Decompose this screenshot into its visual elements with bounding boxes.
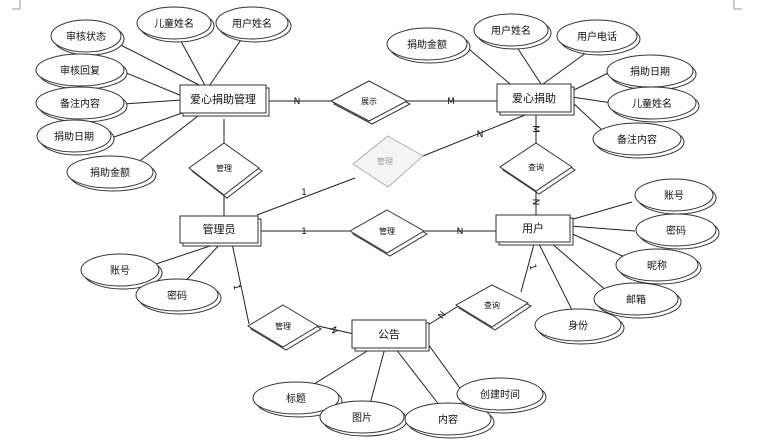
- relationship-label: 查询: [484, 300, 500, 310]
- relationship-query-notice: 查询: [455, 284, 532, 331]
- relationship-label: 管理: [377, 156, 393, 166]
- entity-donation: 爱心捐助: [496, 83, 575, 116]
- attr-label: 捐助金额: [407, 38, 447, 51]
- attr-label: 捐助日期: [630, 65, 670, 78]
- cardinality-label: 1: [231, 283, 242, 290]
- relationship-query-donation: 查询: [499, 142, 576, 195]
- attr-label: 昵称: [647, 259, 667, 272]
- attr-label: 邮箱: [626, 293, 646, 306]
- attr-remarks: 备注内容: [592, 122, 685, 159]
- cardinality-label: M: [530, 125, 540, 133]
- attr-donation-amount: 捐助金额: [66, 155, 157, 192]
- attr-remarks: 备注内容: [35, 86, 128, 123]
- cardinality-label: 1: [301, 188, 307, 198]
- attr-label: 用户电话: [577, 30, 617, 43]
- entity-notice: 公告: [351, 319, 430, 352]
- attr-content: 内容: [404, 402, 495, 439]
- attr-child-name: 儿童姓名: [136, 6, 215, 43]
- attr-label: 图片: [352, 411, 372, 424]
- attr-title: 标题: [252, 381, 343, 418]
- attr-label: 内容: [438, 413, 458, 426]
- relationship-label: 管理: [275, 321, 291, 331]
- attr-label: 身份: [568, 319, 588, 332]
- attr-nickname: 昵称: [615, 248, 702, 285]
- attr-label: 账号: [110, 265, 130, 277]
- cardinality-label: N: [437, 310, 449, 321]
- attr-review-reply: 审核回复: [35, 53, 128, 90]
- cardinality-label: N: [457, 227, 464, 237]
- attr-label: 审核回复: [60, 64, 100, 77]
- cardinality-label: N: [530, 199, 540, 206]
- attr-label: 创建时间: [480, 388, 520, 401]
- cardinality-label: N: [294, 97, 301, 107]
- entity-donation-management: 爱心捐助管理: [179, 84, 270, 117]
- attr-donation-amount: 捐助金额: [386, 27, 471, 64]
- cardinality-label: N: [327, 325, 339, 336]
- attr-label: 密码: [666, 224, 686, 237]
- attr-label: 捐助日期: [54, 130, 94, 143]
- attr-label: 儿童姓名: [154, 17, 194, 30]
- attr-label: 备注内容: [617, 133, 657, 146]
- attr-label: 儿童姓名: [632, 97, 672, 110]
- attr-label: 密码: [167, 289, 187, 302]
- attr-label: 账号: [664, 190, 684, 202]
- cardinality-label: 1: [301, 227, 307, 237]
- attr-created-time: 创建时间: [456, 377, 547, 414]
- attr-password: 密码: [135, 278, 222, 315]
- entity-label: 公告: [378, 328, 400, 341]
- cardinality-label: M: [447, 97, 455, 107]
- relationship-label: 查询: [528, 162, 544, 172]
- attr-email: 邮箱: [593, 282, 682, 319]
- relationship-label: 展示: [361, 97, 377, 106]
- attr-label: 备注内容: [60, 97, 100, 110]
- relationship-label: 管理: [216, 163, 232, 173]
- entity-label: 管理员: [203, 222, 236, 236]
- attr-user-name: 用户姓名: [215, 6, 292, 43]
- relationship-display: 展示: [329, 80, 412, 125]
- attr-identity: 身份: [534, 308, 625, 345]
- attr-label: 审核状态: [66, 30, 106, 43]
- attr-account: 账号: [634, 178, 717, 215]
- entity-admin: 管理员: [179, 215, 262, 247]
- entity-label: 爱心捐助管理: [190, 92, 256, 106]
- attr-child-name: 儿童姓名: [607, 86, 700, 123]
- entity-label: 爱心捐助: [512, 91, 556, 105]
- attr-user-name: 用户姓名: [473, 13, 552, 50]
- relationship-trace: 管理: [352, 135, 424, 188]
- entity-user: 用户: [495, 214, 574, 246]
- connector-lines: [100, 22, 636, 407]
- cardinality-labels: N M 1 N M N 1 N 1 N N 1: [231, 97, 540, 336]
- attr-label: 用户姓名: [491, 24, 531, 37]
- cardinality-label: 1: [526, 263, 537, 271]
- relationship-manage-notice: 管理: [247, 304, 322, 351]
- attr-donation-date: 捐助日期: [606, 54, 697, 91]
- attr-review-status: 审核状态: [50, 19, 125, 56]
- relationship-manage-donation: 管理: [188, 142, 263, 199]
- attr-password: 密码: [635, 213, 720, 250]
- attr-label: 捐助金额: [90, 166, 130, 179]
- attr-donation-date: 捐助日期: [36, 119, 115, 156]
- cardinality-label: N: [477, 130, 484, 140]
- attr-label: 用户姓名: [232, 17, 272, 30]
- page-corner-marks: [12, 0, 742, 10]
- attr-user-phone: 用户电话: [556, 19, 641, 56]
- relationship-label: 管理: [379, 226, 395, 236]
- relationship-manage-user: 管理: [349, 209, 428, 257]
- entity-label: 用户: [522, 221, 544, 235]
- attr-label: 标题: [286, 393, 306, 405]
- attr-account: 账号: [80, 253, 163, 290]
- attr-image: 图片: [319, 400, 408, 437]
